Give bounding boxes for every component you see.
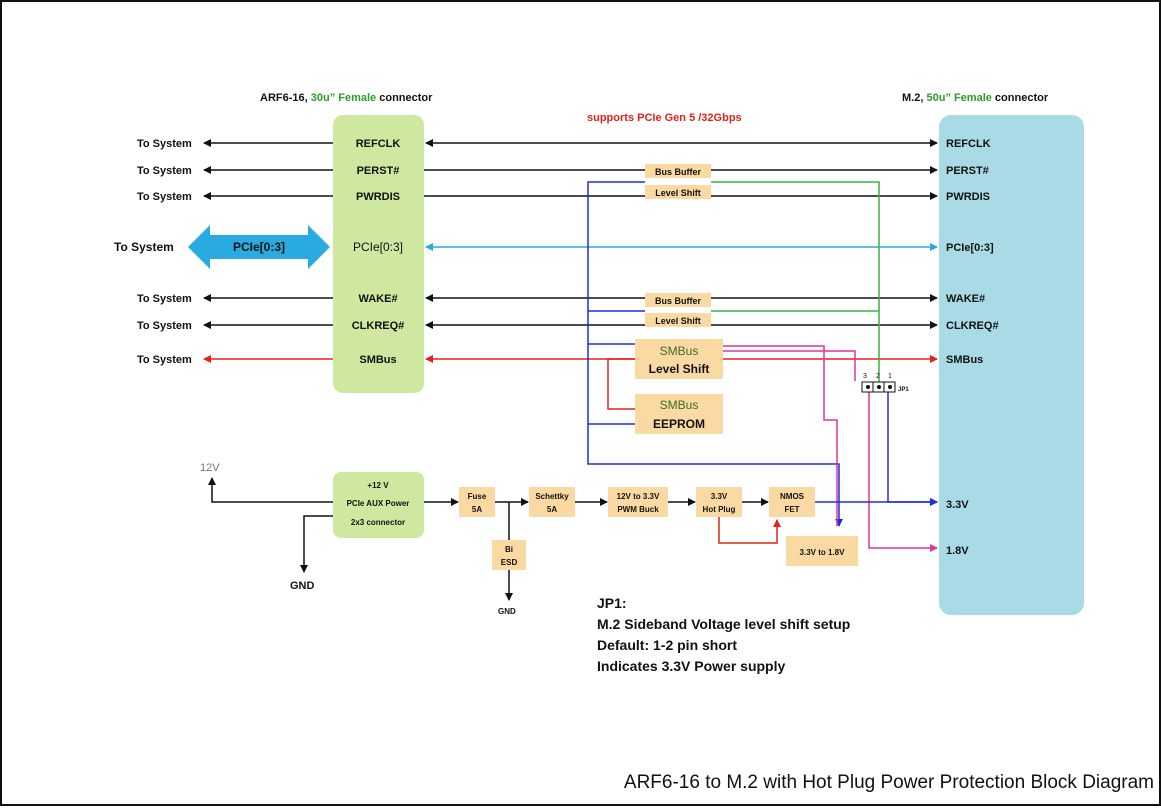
input-12v-arrow (208, 477, 333, 503)
pcie-arrow-label: PCIe[0:3] (233, 240, 285, 254)
ldo-block (786, 536, 858, 566)
to-system-label: To System (114, 240, 174, 254)
hotplug-block (696, 487, 742, 517)
note-line-4: Indicates 3.3V Power supply (597, 658, 786, 674)
hotplug-label-1: 3.3V (711, 492, 728, 501)
buck-block (608, 487, 668, 517)
pink-wire-group (723, 345, 938, 552)
to-system-label: To System (137, 165, 192, 177)
level-shift-block-1 (645, 185, 711, 199)
right-pin-wake: WAKE# (946, 293, 985, 305)
gnd-left-arrow (300, 515, 333, 573)
right-pin-3v3: 3.3V (946, 499, 969, 511)
bus-buffer-block-1 (645, 164, 711, 178)
jp1-label: JP1 (898, 387, 909, 393)
to-system-label: To System (137, 138, 192, 150)
to-system-label: To System (137, 354, 192, 366)
left-pin-smbus: SMBus (359, 354, 396, 366)
bus-buffer-label-2: Bus Buffer (655, 296, 701, 306)
aux-power-connector (333, 472, 424, 538)
right-pin-pwrdis: PWRDIS (946, 191, 990, 203)
level-shift-block-2 (645, 313, 711, 327)
fuse-label-2: 5A (472, 505, 482, 514)
right-connector-header: M.2, 50u” Female connector (902, 92, 1049, 104)
eeprom-label-bottom: EEPROM (653, 417, 705, 431)
to-system-label: To System (137, 320, 192, 332)
left-pin-refclk: REFCLK (356, 138, 401, 150)
esd-gnd-label: GND (498, 607, 516, 616)
right-pin-1v8: 1.8V (946, 545, 969, 557)
nmos-label-1: NMOS (780, 492, 805, 501)
jp1-pin1 (888, 385, 892, 389)
hotplug-label-2: Hot Plug (703, 505, 736, 514)
gnd-left-label: GND (290, 580, 315, 592)
jp1-pin3-label: 3 (863, 373, 867, 380)
right-pin-smbus: SMBus (946, 354, 983, 366)
jp1-pin2-label: 2 (876, 373, 880, 380)
jp1-pin1-label: 1 (888, 373, 892, 380)
aux-label-1: +12 V (367, 481, 389, 490)
fuse-label-1: Fuse (468, 492, 487, 501)
level-shift-label-2: Level Shift (655, 316, 701, 326)
smbus-level-shift-block (635, 339, 723, 379)
right-pin-perst: PERST# (946, 165, 989, 177)
aux-label-2: PCIe AUX Power (347, 499, 410, 508)
note-line-2: M.2 Sideband Voltage level shift setup (597, 616, 850, 632)
green-wire-group (711, 181, 880, 382)
schottky-block (529, 487, 575, 517)
right-connector (939, 115, 1084, 615)
bus-buffer-label-1: Bus Buffer (655, 167, 701, 177)
buck-label-1: 12V to 3.3V (617, 492, 660, 501)
jp1-pin3 (866, 385, 870, 389)
right-pin-pcie: PCIe[0:3] (946, 242, 994, 254)
level-shift-label-1: Level Shift (655, 188, 701, 198)
speed-note: supports PCIe Gen 5 /32Gbps (587, 112, 742, 124)
diagram-title: ARF6-16 to M.2 with Hot Plug Power Prote… (624, 772, 1154, 793)
esd-label-2: ESD (501, 558, 518, 567)
pcie-system-arrow (188, 225, 330, 269)
esd-block (492, 540, 526, 570)
nmos-block (769, 487, 815, 517)
left-connector-header: ARF6-16, 30u” Female connector (260, 92, 433, 104)
aux-label-3: 2x3 connector (351, 518, 405, 527)
right-pin-clkreq: CLKREQ# (946, 320, 999, 332)
left-connector (333, 115, 424, 393)
hotplug-gate-arrow (718, 517, 781, 544)
right-pin-refclk: REFCLK (946, 138, 991, 150)
eeprom-label-top: SMBus (660, 398, 699, 412)
left-pin-clkreq: CLKREQ# (352, 320, 405, 332)
schottky-label-2: 5A (547, 505, 557, 514)
to-system-label: To System (137, 191, 192, 203)
left-pin-pcie: PCIe[0:3] (353, 240, 403, 254)
nmos-label-2: FET (784, 505, 799, 514)
left-pin-perst: PERST# (357, 165, 400, 177)
esd-label-1: Bi (505, 545, 513, 554)
ldo-label: 3.3V to 1.8V (800, 548, 846, 557)
red-wire-group (607, 358, 635, 410)
eeprom-block (635, 394, 723, 434)
buck-label-2: PWM Buck (617, 505, 659, 514)
schottky-label-1: Schettky (535, 492, 569, 501)
note-line-3: Default: 1-2 pin short (597, 637, 737, 653)
input-12v-label: 12V (200, 462, 220, 474)
smbus-ls-label-top: SMBus (660, 344, 699, 358)
smbus-ls-label-bottom: Level Shift (649, 362, 710, 376)
left-pin-pwrdis: PWRDIS (356, 191, 400, 203)
jp1-pin2 (877, 385, 881, 389)
to-system-label: To System (137, 293, 192, 305)
bus-buffer-block-2 (645, 293, 711, 307)
note-line-1: JP1: (597, 595, 627, 611)
left-pin-wake: WAKE# (358, 293, 397, 305)
fuse-block (459, 487, 495, 517)
